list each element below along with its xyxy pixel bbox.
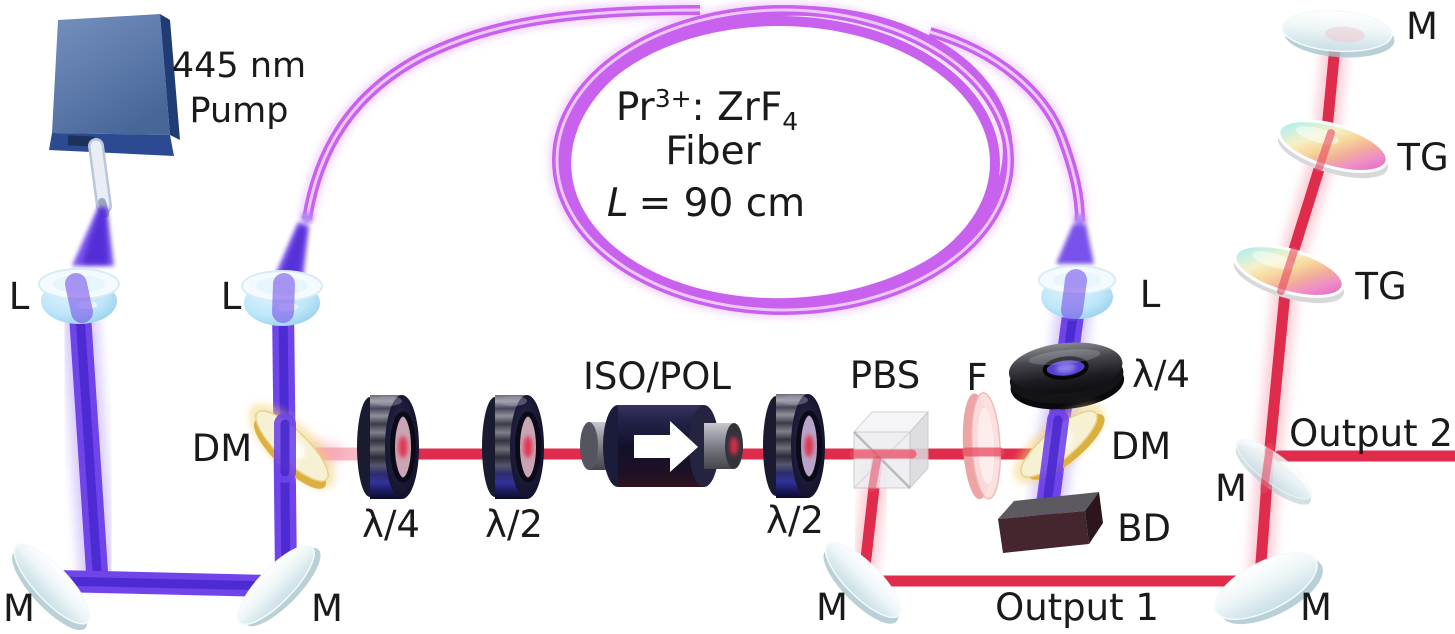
label-fiber: Fiber bbox=[665, 129, 761, 174]
mirror-top-right bbox=[1281, 9, 1395, 58]
label-pump: Pump bbox=[190, 91, 289, 131]
spectral-filter bbox=[962, 392, 1001, 500]
half-waveplate-left bbox=[482, 395, 544, 499]
pbs-cube bbox=[852, 410, 930, 490]
gain-fiber-coil bbox=[299, 2, 1088, 318]
label-mirror-bottom-right: M bbox=[1300, 586, 1332, 629]
quarter-waveplate-left bbox=[357, 395, 419, 499]
label-tg-upper: TG bbox=[1396, 136, 1448, 179]
label-lens-middle: L bbox=[221, 275, 242, 318]
label-pump-wavelength: 445 nm bbox=[172, 46, 306, 86]
label-dm-left: DM bbox=[192, 427, 252, 470]
label-fiber-length: L= 90 cm bbox=[607, 181, 805, 226]
label-qwp-right: λ/4 bbox=[1132, 353, 1190, 396]
label-mirror-bottom-left: M bbox=[3, 587, 35, 630]
label-dm-right: DM bbox=[1111, 425, 1171, 468]
forward-arrow-icon bbox=[634, 421, 698, 472]
half-waveplate-right bbox=[763, 394, 825, 498]
mirror-bottom-right bbox=[1214, 552, 1323, 625]
label-fiber-material: Pr3+: ZrF4 bbox=[616, 84, 798, 136]
transmission-grating-upper bbox=[1277, 119, 1389, 179]
pump-laser bbox=[49, 14, 180, 218]
beam-dump bbox=[998, 492, 1103, 553]
label-iso-pol: ISO/POL bbox=[583, 355, 731, 398]
label-tg-lower: TG bbox=[1354, 265, 1406, 308]
label-output1: Output 1 bbox=[995, 586, 1159, 629]
label-qwp-left: λ/4 bbox=[362, 503, 420, 546]
label-mirror-below-pbs: M bbox=[816, 586, 848, 629]
fiber-tip-left bbox=[301, 212, 313, 224]
label-output2: Output 2 bbox=[1289, 412, 1453, 455]
label-filter: F bbox=[966, 356, 987, 399]
label-mirror-bottom-middle: M bbox=[311, 587, 343, 630]
mirror-bottom-middle bbox=[237, 545, 321, 627]
signal-beam-path bbox=[294, 25, 1455, 592]
optical-isolator bbox=[580, 405, 743, 487]
label-beam-dump: BD bbox=[1117, 507, 1171, 550]
mirror-below-pbs bbox=[823, 541, 902, 624]
label-mirror-top-right: M bbox=[1406, 5, 1438, 48]
label-mirror-output2: M bbox=[1215, 467, 1247, 510]
label-pbs: PBS bbox=[850, 354, 921, 397]
quarter-waveplate-right bbox=[1008, 342, 1125, 410]
mirror-bottom-left bbox=[12, 543, 91, 631]
label-lens-right: L bbox=[1140, 273, 1161, 316]
fiber-tip-right bbox=[1074, 214, 1086, 226]
label-hwp-left: λ/2 bbox=[485, 503, 543, 546]
label-hwp-right: λ/2 bbox=[766, 499, 824, 542]
label-lens-left: L bbox=[9, 275, 30, 318]
